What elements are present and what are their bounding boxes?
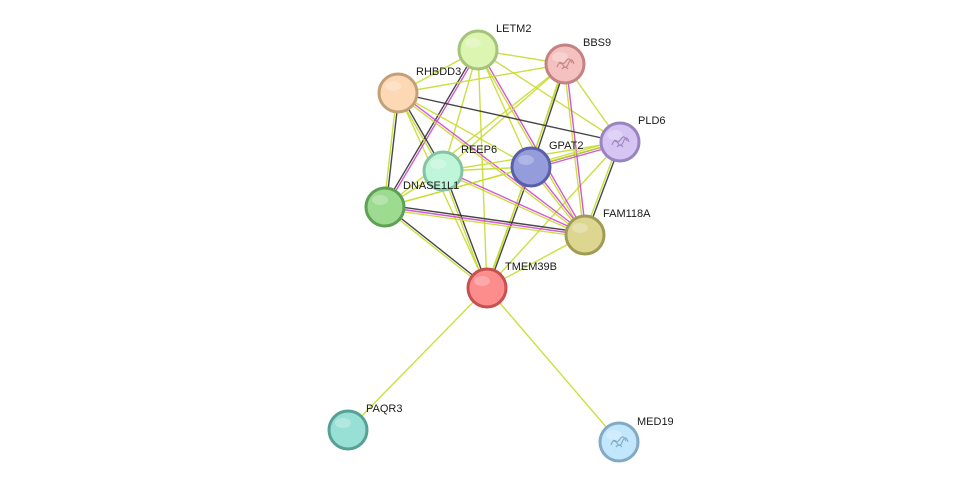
edge-reep6-fam118a[interactable]	[442, 169, 586, 237]
edge-evidence-line	[383, 49, 478, 207]
edge-evidence-line	[486, 287, 620, 443]
edge-bbs9-reep6[interactable]	[442, 63, 566, 172]
node-highlight	[607, 130, 623, 140]
edge-bbs9-rhbdd3[interactable]	[397, 63, 566, 94]
edge-gpat2-dnase1l1[interactable]	[384, 166, 532, 208]
node-tmem39b[interactable]: TMEM39B	[466, 261, 557, 309]
edge-evidence-line	[476, 50, 585, 236]
edge-evidence-line	[442, 63, 566, 172]
edge-letm2-dnase1l1[interactable]	[383, 49, 480, 208]
edge-evidence-line	[397, 92, 532, 168]
node-circle[interactable]	[457, 29, 499, 71]
node-highlight	[335, 418, 351, 428]
node-label: TMEM39B	[505, 261, 557, 273]
node-highlight	[465, 38, 481, 48]
node-circle[interactable]	[564, 214, 606, 256]
protein-structure-icon	[611, 136, 630, 148]
edge-evidence-line	[477, 49, 621, 143]
node-highlight	[518, 155, 534, 165]
edge-evidence-line	[384, 208, 585, 238]
node-highlight	[372, 195, 388, 205]
edge-letm2-reep6[interactable]	[442, 49, 479, 172]
node-highlight	[430, 159, 446, 169]
node-highlight	[474, 276, 490, 286]
edge-evidence-line	[477, 49, 532, 168]
node-highlight	[606, 430, 622, 440]
node-circle[interactable]	[377, 72, 419, 114]
node-highlight	[552, 52, 568, 62]
edge-letm2-fam118a[interactable]	[476, 49, 587, 236]
edge-evidence-line	[384, 166, 532, 208]
edge-evidence-line	[383, 207, 487, 290]
node-gpat2[interactable]: GPAT2	[510, 140, 583, 188]
edge-evidence-line	[397, 63, 566, 94]
node-circle[interactable]	[510, 146, 552, 188]
edge-evidence-line	[442, 49, 479, 172]
node-label: MED19	[637, 416, 674, 428]
edge-dnase1l1-fam118a[interactable]	[384, 204, 586, 238]
edge-evidence-line	[385, 205, 489, 288]
node-reep6[interactable]: REEP6	[422, 144, 497, 192]
edge-evidence-line	[397, 92, 621, 143]
node-highlight	[572, 223, 588, 233]
node-dnase1l1[interactable]: DNASE1L1	[364, 180, 459, 228]
node-label: BBS9	[583, 37, 611, 49]
node-label: PAQR3	[366, 403, 402, 415]
protein-structure-icon	[556, 58, 575, 70]
edge-tmem39b-paqr3[interactable]	[347, 287, 488, 431]
node-label: RHBDD3	[416, 66, 461, 78]
node-paqr3[interactable]: PAQR3	[327, 403, 402, 451]
edge-rhbdd3-gpat2[interactable]	[397, 92, 532, 168]
edge-tmem39b-med19[interactable]	[486, 287, 620, 443]
edge-evidence-line	[443, 170, 489, 288]
edge-evidence-line	[396, 93, 585, 237]
node-label: DNASE1L1	[403, 180, 459, 192]
node-circle[interactable]	[327, 409, 369, 451]
edge-evidence-line	[347, 287, 488, 431]
node-circle[interactable]	[364, 186, 406, 228]
edge-evidence-line	[385, 204, 586, 234]
node-rhbdd3[interactable]: RHBDD3	[377, 66, 461, 114]
node-label: PLD6	[638, 115, 666, 127]
node-med19[interactable]: MED19	[598, 416, 674, 463]
edge-evidence-line	[478, 49, 587, 235]
node-label: GPAT2	[549, 140, 583, 152]
edge-evidence-line	[385, 50, 480, 208]
node-circle[interactable]	[544, 43, 586, 85]
node-letm2[interactable]: LETM2	[457, 23, 531, 71]
edge-evidence-line	[486, 141, 621, 289]
protein-structure-icon	[610, 436, 629, 448]
node-label: FAM118A	[603, 208, 651, 220]
node-circle[interactable]	[466, 267, 508, 309]
node-circle[interactable]	[599, 121, 641, 163]
node-label: REEP6	[461, 144, 497, 156]
node-highlight	[385, 81, 401, 91]
edge-tmem39b-pld6[interactable]	[486, 141, 621, 289]
edge-evidence-line	[443, 169, 586, 235]
node-bbs9[interactable]: BBS9	[544, 37, 611, 85]
edge-evidence-line	[384, 206, 586, 236]
node-label: LETM2	[496, 23, 531, 35]
edge-letm2-gpat2[interactable]	[477, 49, 532, 168]
node-pld6[interactable]: PLD6	[599, 115, 666, 163]
node-fam118a[interactable]: FAM118A	[564, 208, 651, 256]
node-circle[interactable]	[598, 421, 640, 463]
edge-evidence-line	[442, 171, 585, 237]
node-circle[interactable]	[422, 150, 464, 192]
edge-letm2-pld6[interactable]	[477, 49, 621, 143]
edge-tmem39b-dnase1l1[interactable]	[383, 205, 489, 290]
edge-rhbdd3-pld6[interactable]	[397, 92, 621, 143]
